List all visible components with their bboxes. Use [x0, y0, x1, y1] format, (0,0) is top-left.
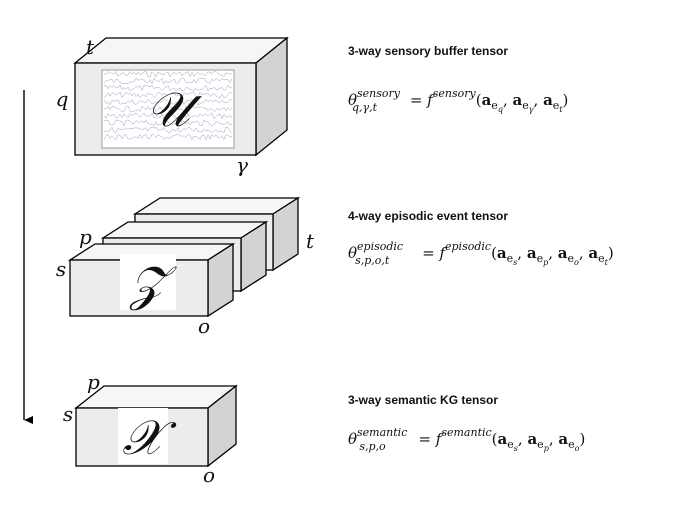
signal-trace: [103, 98, 233, 106]
sensory-axis-top: t: [86, 35, 95, 59]
sensory-axis-bottom: γ: [236, 153, 248, 177]
semantic-axis-left: s: [63, 402, 73, 426]
signal-trace: [103, 91, 233, 99]
semantic-axis-top: p: [87, 370, 100, 394]
sensory-signal-traces: [103, 70, 233, 141]
signal-trace: [103, 84, 233, 92]
episodic-axis-left: s: [56, 257, 66, 281]
signal-trace: [103, 133, 233, 141]
episodic-symbol-panel: [120, 254, 176, 310]
sensory-heading: 3-way sensory buffer tensor: [348, 44, 508, 58]
episodic-axis-top: p: [79, 225, 92, 249]
sensory-tensor: 𝒰 t q γ: [56, 35, 289, 177]
semantic-axis-bottom: o: [203, 463, 215, 487]
sensory-box-top: [73, 37, 289, 64]
episodic-tensor: 𝒵 p s o t: [56, 196, 315, 338]
signal-trace: [103, 105, 233, 113]
signal-trace: [103, 77, 233, 85]
signal-trace: [103, 119, 233, 127]
signal-trace: [103, 126, 233, 134]
semantic-symbol-panel: [118, 408, 168, 464]
episodic-axis-right: t: [306, 229, 315, 253]
signal-trace: [103, 70, 233, 78]
signal-trace: [103, 112, 233, 120]
semantic-heading: 3-way semantic KG tensor: [348, 393, 498, 407]
semantic-tensor: 𝒳 p s o: [63, 370, 238, 487]
sensory-axis-left: q: [56, 87, 69, 111]
episodic-axis-bottom: o: [198, 314, 210, 338]
episodic-heading: 4-way episodic event tensor: [348, 209, 508, 223]
